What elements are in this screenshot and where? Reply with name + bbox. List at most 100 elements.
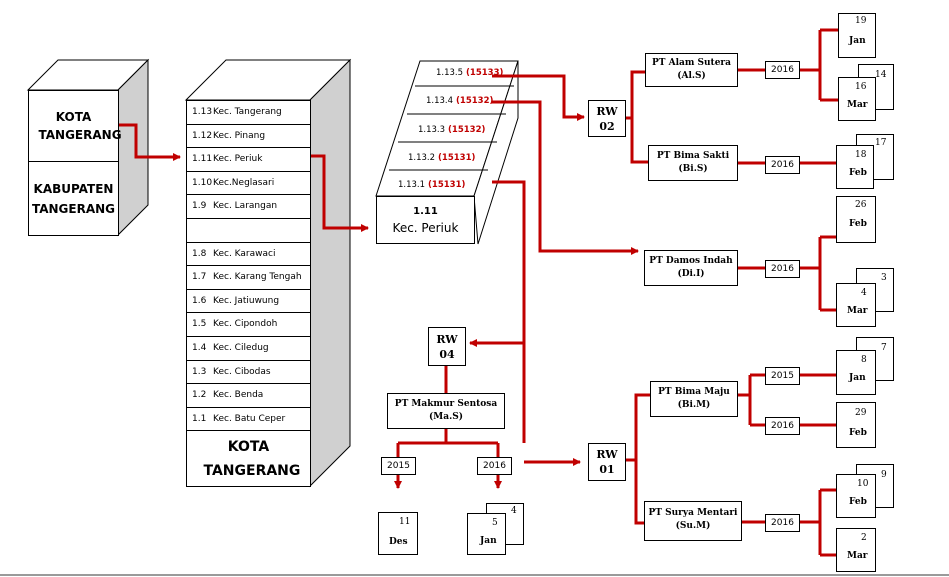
kecamatan-code: 1.11 (192, 154, 213, 165)
date-day: 4 (861, 288, 867, 298)
company-abbr: (Di.I) (677, 269, 705, 279)
date-day: 8 (861, 355, 867, 365)
date-month: Mar (847, 100, 868, 110)
date-card-bs-feb: 18 Feb (836, 145, 874, 189)
date-card-as-mar: 16 Mar (838, 77, 876, 121)
kecamatan-footer: KOTA TANGERANG (203, 439, 301, 479)
date-month: Jan (849, 373, 866, 383)
kelurahan-code: 1.13.3 (418, 125, 446, 135)
kecamatan-row: 1.8 Kec. Karawaci (187, 243, 310, 267)
kecamatan-code: 1.10 (192, 177, 213, 188)
kelurahan-code: 1.13.2 (408, 153, 436, 163)
date-month: Jan (480, 536, 497, 546)
date-back-day: 7 (881, 343, 887, 353)
date-day: 2 (861, 533, 867, 543)
company-name: PT Alam Sutera (652, 58, 731, 68)
kecamatan-code: 1.8 (192, 248, 207, 259)
kecamatan-code: 1.3 (192, 366, 207, 377)
date-day: 10 (857, 479, 869, 489)
kelurahan-front-name: Kec. Periuk (392, 221, 459, 235)
date-day: 5 (492, 518, 498, 528)
company-abbr: (Bi.S) (678, 164, 708, 174)
date-day: 19 (855, 16, 867, 26)
date-card-bm-jan: 8 Jan (836, 350, 876, 395)
rw-04-line1: RW (436, 333, 458, 346)
company-makmur-sentosa: PT Makmur Sentosa (Ma.S) (387, 393, 505, 429)
kelurahan-stack-shape (375, 60, 519, 245)
company-damos-indah: PT Damos Indah (Di.I) (644, 250, 738, 286)
kecamatan-name: Kec.Neglasari (213, 177, 275, 188)
rw-01-line2: 01 (599, 463, 615, 476)
kelurahan-row: 1.13.3(15132) (418, 125, 485, 135)
kelurahan-front-code: 1.11 (413, 206, 438, 217)
kecamatan-name: Kec. Periuk (213, 154, 263, 165)
kelurahan-row: 1.13.5(15133) (436, 68, 503, 78)
date-month: Feb (849, 168, 867, 178)
kota-kabupaten-box: KOTA TANGERANG KABUPATEN TANGERANG (28, 90, 122, 236)
year-makmur-2016: 2016 (477, 457, 512, 475)
kecamatan-name: Kec. Karawaci (213, 248, 276, 259)
kecamatan-code: 1.12 (192, 130, 213, 141)
year-alam-sutera: 2016 (765, 61, 800, 79)
date-month: Jan (849, 36, 866, 46)
kecamatan-name: Kec. Tangerang (213, 107, 282, 117)
date-card-ms-des: 11 Des (378, 512, 418, 555)
kecamatan-name: Kec. Benda (213, 390, 264, 401)
kecamatan-name: Kec. Cibodas (213, 366, 271, 377)
rw-01-line1: RW (596, 448, 618, 461)
kelurahan-postal: (15132) (456, 96, 494, 106)
rw-01-box: RW 01 (588, 443, 626, 481)
company-name: PT Surya Mentari (648, 508, 738, 518)
date-card-di-feb: 26 Feb (836, 196, 876, 243)
date-month: Feb (849, 497, 867, 507)
date-month: Mar (847, 551, 868, 561)
date-day: 29 (855, 408, 867, 418)
date-back-day: 4 (511, 506, 517, 516)
kelurahan-postal: (15133) (466, 68, 504, 78)
date-month: Feb (849, 219, 867, 229)
company-alam-sutera: PT Alam Sutera (Al.S) (645, 53, 738, 87)
kecamatan-code: 1.9 (192, 201, 207, 212)
kabupaten-tangerang-label: KABUPATEN TANGERANG (31, 181, 116, 216)
kelurahan-code: 1.13.5 (436, 68, 464, 78)
kecamatan-row: 1.4 Kec. Ciledug (187, 337, 310, 361)
date-card-di-mar: 4 Mar (836, 283, 876, 327)
kecamatan-code: 1.13 (192, 107, 213, 117)
date-day: 26 (855, 200, 867, 210)
date-month: Feb (849, 428, 867, 438)
company-name: PT Damos Indah (649, 256, 733, 266)
kecamatan-name: Kec. Ciledug (213, 343, 269, 353)
kecamatan-code: 1.4 (192, 343, 207, 353)
date-card-sm-mar: 2 Mar (836, 528, 876, 572)
kecamatan-name: Kec. Jatiuwung (213, 295, 280, 306)
company-bima-sakti: PT Bima Sakti (Bi.S) (648, 145, 738, 181)
company-abbr: (Bi.M) (677, 400, 711, 410)
company-name: PT Bima Maju (658, 387, 730, 397)
kecamatan-name: Kec. Pinang (213, 130, 266, 141)
kecamatan-code: 1.7 (192, 272, 207, 283)
year-damos-indah: 2016 (765, 260, 800, 278)
year-bima-maju-2015: 2015 (765, 367, 800, 385)
rw-02-line1: RW (596, 105, 618, 118)
kota-tangerang-label: KOTA TANGERANG (29, 91, 122, 162)
kelurahan-code: 1.13.1 (398, 180, 426, 190)
kecamatan-code: 1.2 (192, 390, 207, 401)
kelurahan-row: 1.13.1(15131) (398, 180, 465, 190)
date-back-day: 3 (881, 273, 887, 283)
kelurahan-postal: (15132) (448, 125, 486, 135)
rw-02-box: RW 02 (588, 100, 626, 137)
company-abbr: (Ma.S) (429, 412, 463, 422)
date-month: Mar (847, 306, 868, 316)
year-bima-maju-2016: 2016 (765, 417, 800, 435)
date-month: Des (389, 537, 408, 547)
kelurahan-front: 1.11 Kec. Periuk (376, 196, 475, 244)
company-name: PT Makmur Sentosa (394, 399, 498, 409)
